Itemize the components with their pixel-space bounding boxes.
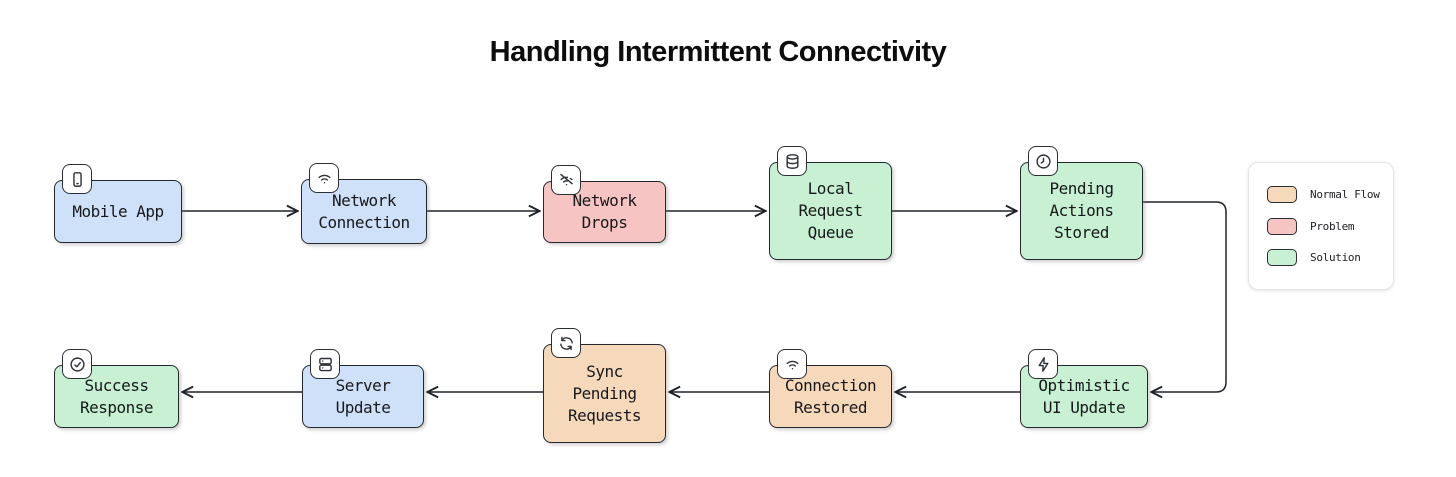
node-label: Sync Pending Requests — [567, 361, 642, 425]
node-network-drops: Network Drops — [543, 165, 666, 243]
database-icon — [777, 146, 807, 176]
zap-icon — [1028, 349, 1058, 379]
check-circle-icon — [62, 349, 92, 379]
node-server-update: Server Update — [302, 349, 424, 428]
smartphone-icon — [62, 164, 92, 194]
node-network-connection: Network Connection — [301, 163, 427, 244]
node-optimistic-ui-update: Optimistic UI Update — [1020, 349, 1148, 428]
node-sync-pending-requests: Sync Pending Requests — [543, 328, 666, 443]
wifi-icon — [777, 349, 807, 379]
diagram-title: Handling Intermittent Connectivity — [489, 36, 947, 68]
node-connection-restored: Connection Restored — [769, 349, 892, 428]
server-icon — [310, 349, 340, 379]
legend-label: Normal Flow — [1310, 187, 1380, 201]
node-label: Mobile App — [72, 201, 164, 221]
node-label: Success Response — [79, 375, 154, 417]
node-label: Optimistic UI Update — [1038, 375, 1130, 417]
legend-item-normal-flow: Normal Flow — [1267, 185, 1380, 203]
legend: Normal Flow Problem Solution — [1248, 162, 1394, 290]
legend-label: Problem — [1310, 219, 1355, 233]
node-label: Connection Restored — [784, 375, 877, 417]
node-mobile-app: Mobile App — [54, 164, 182, 243]
legend-label: Solution — [1310, 251, 1361, 265]
node-local-request-queue: Local Request Queue — [769, 146, 892, 260]
node-success-response: Success Response — [54, 349, 179, 428]
connector-pending-to-optimistic — [1143, 201, 1227, 392]
node-label: Network Drops — [572, 191, 637, 232]
legend-swatch-problem — [1267, 217, 1297, 235]
node-pending-actions-stored: Pending Actions Stored — [1020, 146, 1143, 260]
legend-swatch-solution — [1267, 249, 1297, 267]
legend-item-problem: Problem — [1267, 217, 1375, 235]
legend-item-solution: Solution — [1267, 249, 1375, 267]
node-label: Server Update — [335, 375, 391, 417]
node-label: Network Connection — [318, 190, 410, 232]
clock-icon — [1028, 146, 1058, 176]
node-label: Local Request Queue — [798, 179, 863, 242]
legend-swatch-normal-flow — [1267, 185, 1297, 203]
wifi-icon — [309, 163, 339, 193]
node-label: Pending Actions Stored — [1049, 179, 1114, 242]
wifi-off-icon — [551, 165, 581, 195]
sync-icon — [551, 328, 581, 358]
